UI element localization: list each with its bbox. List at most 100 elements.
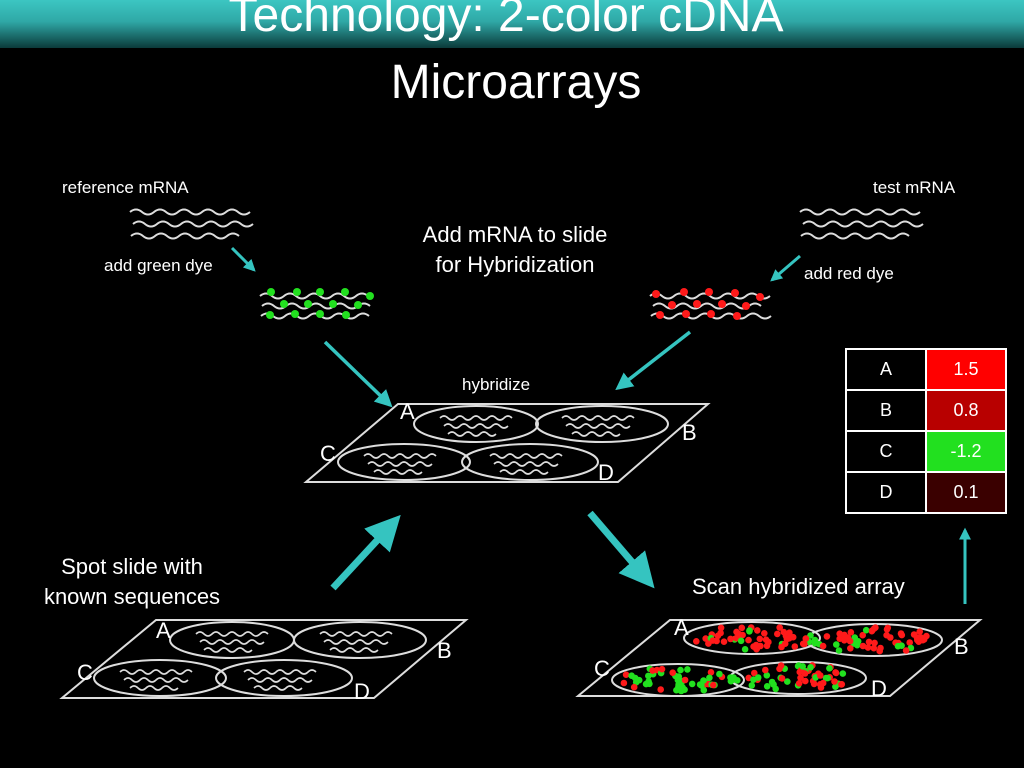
fluorescent-spot-dot xyxy=(669,669,676,676)
results-ratio-value: 0.8 xyxy=(925,389,1007,432)
fluorescent-spot-dot xyxy=(717,624,725,632)
fluorescent-spot-dot xyxy=(642,680,650,688)
test-mrna-strands xyxy=(799,208,924,240)
fluorescent-spot-dot xyxy=(916,628,923,635)
results-ratio-value: -1.2 xyxy=(925,430,1007,473)
fluorescent-spot-dot xyxy=(833,641,840,648)
fluorescent-spot-dot xyxy=(741,646,749,653)
fluorescent-spot-dot xyxy=(745,636,752,644)
fluorescent-spot-dot xyxy=(752,641,760,649)
fluorescent-spot-dot xyxy=(832,683,839,690)
fluorescent-spot-dot xyxy=(883,626,891,633)
red-labelled-strands xyxy=(649,288,772,320)
fluorescent-spot-dot xyxy=(799,663,806,670)
reference-mrna-label: reference mRNA xyxy=(62,178,189,197)
fluorescent-spot-dot xyxy=(774,630,781,638)
fluorescent-spot-dot xyxy=(851,634,858,641)
spot-slide-caption-line-1: Spot slide with xyxy=(61,554,203,579)
fluorescent-spot-dot xyxy=(871,639,878,647)
fluorescent-spot-dot xyxy=(658,665,666,673)
fluorescent-spot-dot xyxy=(898,631,906,639)
spot-slide-letter-c: C xyxy=(77,660,93,685)
fluorescent-spot-dot xyxy=(785,635,793,642)
hybridize-slide xyxy=(303,403,711,483)
hybridize-label: hybridize xyxy=(462,375,531,394)
spot-slide-caption-line-2: known sequences xyxy=(43,584,221,609)
spot-to-hybridize-arrow xyxy=(330,514,401,591)
fluorescent-spot-dot xyxy=(702,635,709,642)
fluorescent-spot-dot xyxy=(762,666,769,674)
fluorescent-spot-dot xyxy=(797,674,804,682)
results-ratio-value: 0.1 xyxy=(925,471,1007,514)
fluorescent-spot-dot xyxy=(807,664,814,671)
hybridize-spot-letter-c: C xyxy=(320,441,336,466)
fluorescent-spot-dot xyxy=(777,662,785,669)
fluorescent-spot-dot xyxy=(681,676,689,684)
fluorescent-spot-dot xyxy=(870,644,878,652)
fluorescent-spot-dot xyxy=(762,636,770,643)
scanned-slide-letter-b: B xyxy=(954,634,969,659)
fluorescent-spot-dot xyxy=(859,631,866,639)
spot-slide-letter-a: A xyxy=(156,618,171,643)
fluorescent-spot-dot xyxy=(630,683,638,691)
fluorescent-spot-dot xyxy=(622,671,630,678)
hybridize-spot-letter-d: D xyxy=(598,460,614,485)
fluorescent-spot-dot xyxy=(716,670,723,678)
scanned-slide-letter-d: D xyxy=(871,676,887,701)
fluorescent-spot-dot xyxy=(802,635,810,642)
fluorescent-spot-dot xyxy=(781,640,789,647)
fluorescent-spot-dot xyxy=(720,638,728,645)
fluorescent-spot-dot xyxy=(877,644,884,652)
fluorescent-spot-dot xyxy=(801,640,808,648)
results-spot-label: D xyxy=(845,471,927,514)
fluorescent-spot-dot xyxy=(657,686,664,693)
fluorescent-spot-dot xyxy=(902,647,910,654)
fluorescent-spot-dot xyxy=(754,674,762,681)
fluorescent-spot-dot xyxy=(836,630,843,637)
fluorescent-spot-dot xyxy=(688,680,696,688)
fluorescent-spot-dot xyxy=(649,667,656,674)
fluorescent-spot-dot xyxy=(710,681,717,689)
fluorescent-spot-dot xyxy=(751,669,758,677)
fluorescent-spot-dot xyxy=(864,644,872,651)
results-spot-label: A xyxy=(845,348,927,391)
fluorescent-spot-dot xyxy=(847,645,854,652)
add-green-dye-label: add green dye xyxy=(104,256,213,275)
fluorescent-spot-dot xyxy=(838,681,845,688)
fluorescent-spot-dot xyxy=(823,633,831,640)
fluorescent-spot-dot xyxy=(865,638,873,646)
fluorescent-spot-dot xyxy=(717,629,724,637)
green-labelled-strands xyxy=(259,288,374,320)
fluorescent-spot-dot xyxy=(645,672,652,680)
fluorescent-spot-dot xyxy=(730,674,737,681)
results-ratio-value: 1.5 xyxy=(925,348,1007,391)
fluorescent-spot-dot xyxy=(776,624,783,631)
fluorescent-spot-dot xyxy=(770,681,777,688)
green-dye-arrow xyxy=(230,246,256,272)
add-mrna-caption-line-2: for Hybridization xyxy=(435,252,595,277)
fluorescent-spot-dot xyxy=(791,643,799,650)
fluorescent-spot-dot xyxy=(832,669,839,676)
fluorescent-spot-dot xyxy=(910,631,918,638)
test-mrna-label: test mRNA xyxy=(873,178,956,197)
fluorescent-spot-dot xyxy=(844,634,852,641)
fluorescent-spot-dot xyxy=(754,627,761,634)
fluorescent-spot-dot xyxy=(748,682,756,689)
fluorescent-spot-dot xyxy=(763,672,771,679)
fluorescent-spot-dot xyxy=(826,665,833,672)
fluorescent-spot-dot xyxy=(853,641,861,649)
scanned-slide xyxy=(575,619,983,697)
add-red-dye-label: add red dye xyxy=(804,264,894,283)
fluorescent-spot-dot xyxy=(872,624,879,631)
fluorescent-spot-dot xyxy=(763,683,771,690)
fluorescent-spot-dot xyxy=(681,686,688,693)
fluorescent-spot-dot xyxy=(713,637,720,645)
fluorescent-spot-dot xyxy=(634,676,642,684)
scanned-slide-letter-c: C xyxy=(594,656,610,681)
fluorescent-spot-dot xyxy=(784,678,791,685)
spot-slide-letter-b: B xyxy=(437,638,452,663)
fluorescent-spot-dot xyxy=(914,636,921,644)
